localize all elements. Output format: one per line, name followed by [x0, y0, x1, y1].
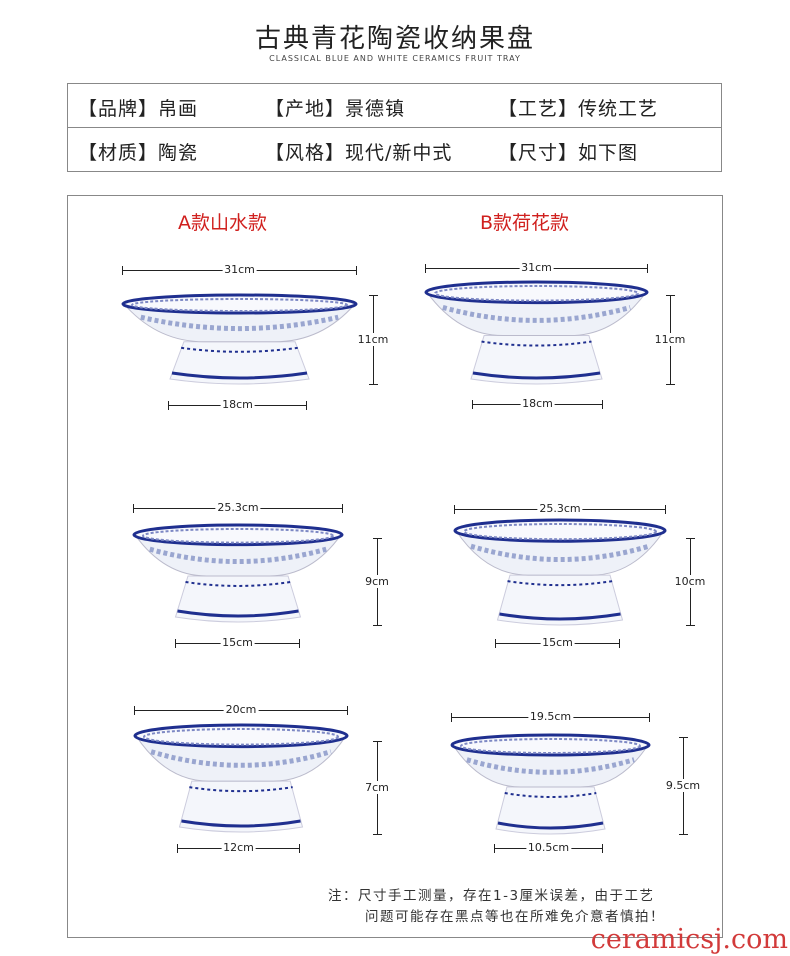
fruit-tray-image — [133, 723, 349, 833]
height-label: 9.5cm — [663, 779, 703, 792]
spec-row: 【材质】陶瓷 【风格】现代/新中式 【尺寸】如下图 — [68, 128, 721, 172]
fruit-tray-image — [132, 523, 344, 623]
watermark: ceramicsj.com — [590, 924, 788, 955]
spec-size: 【尺寸】如下图 — [498, 142, 639, 164]
page-subtitle: CLASSICAL BLUE AND WHITE CERAMICS FRUIT … — [269, 54, 521, 63]
product-panel — [67, 195, 723, 938]
base-label: 15cm — [540, 636, 575, 649]
variant-a-title: A款山水款 — [178, 212, 267, 234]
spec-material: 【材质】陶瓷 — [78, 142, 199, 164]
fruit-tray-image — [121, 293, 358, 385]
fruit-tray-image — [424, 280, 649, 385]
width-label: 31cm — [519, 261, 554, 274]
note-line-1: 注：尺寸手工测量，存在1-3厘米误差，由于工艺 — [328, 888, 655, 904]
page-title: 古典青花陶瓷收纳果盘 — [254, 24, 535, 54]
variant-b-title: B款荷花款 — [480, 212, 570, 234]
note-line-2: 问题可能存在黑点等也在所难免介意者慎拍！ — [365, 909, 665, 925]
width-label: 20cm — [223, 703, 259, 716]
base-label: 12cm — [221, 841, 256, 854]
width-label: 31cm — [222, 263, 257, 276]
fruit-tray-image — [453, 518, 667, 626]
base-label: 18cm — [520, 397, 555, 410]
base-label: 18cm — [220, 398, 255, 411]
fruit-tray-image — [450, 733, 651, 835]
spec-style: 【风格】现代/新中式 — [265, 142, 453, 164]
width-label: 19.5cm — [527, 710, 574, 723]
height-label: 10cm — [672, 575, 708, 588]
height-label: 11cm — [652, 333, 688, 346]
height-label: 7cm — [363, 781, 391, 794]
spec-origin: 【产地】景德镇 — [265, 98, 406, 120]
spec-row: 【品牌】帛画 【产地】景德镇 【工艺】传统工艺 — [68, 84, 721, 128]
height-label: 9cm — [363, 575, 391, 588]
spec-craft: 【工艺】传统工艺 — [498, 98, 659, 120]
spec-brand: 【品牌】帛画 — [78, 98, 199, 120]
width-label: 25.3cm — [215, 501, 261, 514]
base-label: 10.5cm — [525, 841, 572, 854]
base-label: 15cm — [220, 636, 255, 649]
spec-table: 【品牌】帛画 【产地】景德镇 【工艺】传统工艺 【材质】陶瓷 【风格】现代/新中… — [67, 83, 722, 172]
height-label: 11cm — [355, 333, 391, 346]
width-label: 25.3cm — [537, 502, 583, 515]
measurement-note: 注：尺寸手工测量，存在1-3厘米误差，由于工艺 问题可能存在黑点等也在所难免介意… — [328, 886, 665, 928]
